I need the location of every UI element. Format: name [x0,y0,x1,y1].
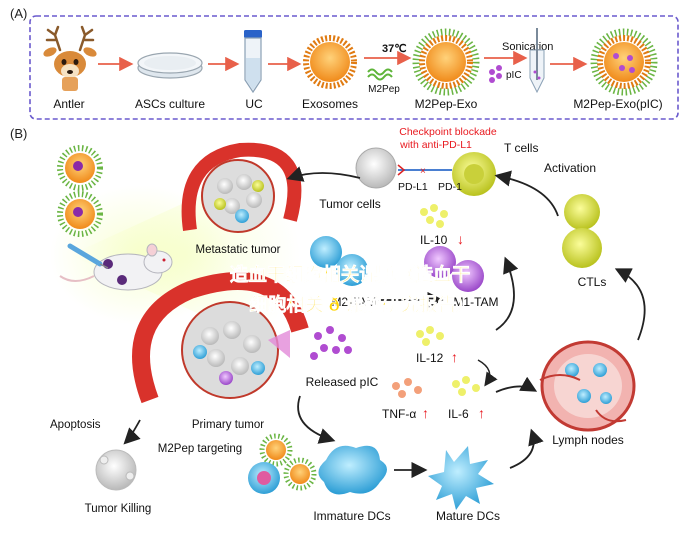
arrow-to-lymph-from-dc [509,428,544,469]
il10-cytokines [420,204,448,228]
arrow-cytokine-up [495,256,519,331]
exosome-icon [303,35,357,89]
watermark-line2: 细胞相关 ð 课题研究报告） [249,294,474,315]
lymph-node-illustration [539,340,636,432]
label-mature-dcs: Mature DCs [436,509,500,523]
il10-down-arrow: ↓ [457,231,464,247]
sonication-tube-icon [529,28,545,94]
arrow-to-metastatic [286,166,361,182]
label-apoptosis: Apoptosis [50,419,101,431]
label-checkpoint-line1: Checkpoint blockade [399,126,497,138]
arrow-apoptosis [123,419,141,445]
label-tumor-killing: Tumor Killing [85,503,152,515]
targeted-tam-cell [248,462,280,494]
panel-a-label: (A) [10,6,27,21]
panel-b-label: (B) [10,126,27,141]
label-exosomes: Exosomes [302,97,358,111]
il12-cytokines [416,326,444,346]
dying-tumor-cell [95,449,137,491]
arrow-to-ctls [614,268,646,341]
label-m2pep-targeting: M2Pep targeting [158,443,242,455]
label-m2pep-exo-pic: M2Pep-Exo(pIC) [573,97,662,111]
il6-cytokines [452,376,480,396]
mouse-icon [59,243,173,291]
label-il10: IL-10 [420,233,448,247]
label-antler: Antler [53,97,84,111]
label-m2pep-a: M2Pep [368,84,400,95]
arrow-to-immature-dc [297,395,336,444]
targeting-exosome-1 [259,433,293,467]
petri-dish-icon [137,52,203,79]
label-metastatic-tumor: Metastatic tumor [196,244,281,256]
label-pd-1: PD-1 [438,181,462,193]
exosome-left-1 [57,145,103,191]
svg-text:×: × [420,166,426,177]
watermark-line1: 造血干细胞相关课题（造血干 [230,264,471,285]
m2pep-exo-icon [412,28,480,96]
label-immature-dcs: Immature DCs [313,509,390,523]
syringe-icon [67,243,109,269]
label-activation: Activation [544,161,596,175]
label-tumor-cells: Tumor cells [319,197,381,211]
m2-tam-cells [310,236,368,286]
tnf-cytokines [392,378,422,398]
label-temperature: 37℃ [382,43,407,55]
label-sonication: Sonication [502,41,553,53]
label-m2pep-exo: M2Pep-Exo [415,97,478,111]
il6-up-arrow: ↑ [478,405,485,421]
il12-up-arrow: ↑ [451,349,458,365]
pic-icon [489,65,502,83]
label-primary-tumor: Primary tumor [192,419,264,431]
arrow-activation [494,170,559,217]
label-tnf: TNF-α [382,407,416,421]
centrifuge-tube-icon [244,30,262,94]
primary-tumor-illustration [132,272,309,404]
label-checkpoint-line2: with anti-PD-L1 [399,139,472,151]
deer-icon [43,25,97,91]
label-t-cells: T cells [504,141,538,155]
label-lymph-nodes: Lymph nodes [552,433,624,447]
label-il6: IL-6 [448,407,469,421]
label-pd-l1: PD-L1 [398,181,428,193]
immature-dc-cell [318,445,387,495]
pd-binding-icon: × [397,164,452,177]
exosome-left-2 [57,191,103,237]
label-m1-tam: M1-TAM [453,295,498,309]
tumor-cell-top [355,147,397,189]
tnf-up-arrow: ↑ [422,405,429,421]
mature-dc-cell [428,446,494,510]
m2pep-exo-pic-icon [590,28,658,96]
label-uc: UC [245,97,263,111]
label-ctls: CTLs [578,275,607,289]
released-pic-icon [310,326,352,360]
label-pic-a: pIC [506,70,522,81]
label-m2-tam: M2-TAM [331,295,376,309]
metastatic-tumor-illustration [181,142,302,233]
t-cell-top [452,152,496,196]
label-released-pic: Released pIC [306,375,379,389]
label-il12: IL-12 [416,351,444,365]
arrow-to-lymph [495,376,538,393]
label-ascs-culture: ASCs culture [135,97,205,111]
ctl-cells [562,194,602,268]
peptide-icon [367,68,393,76]
m1-tam-cells [424,246,484,292]
targeting-exosome-2 [283,457,317,491]
